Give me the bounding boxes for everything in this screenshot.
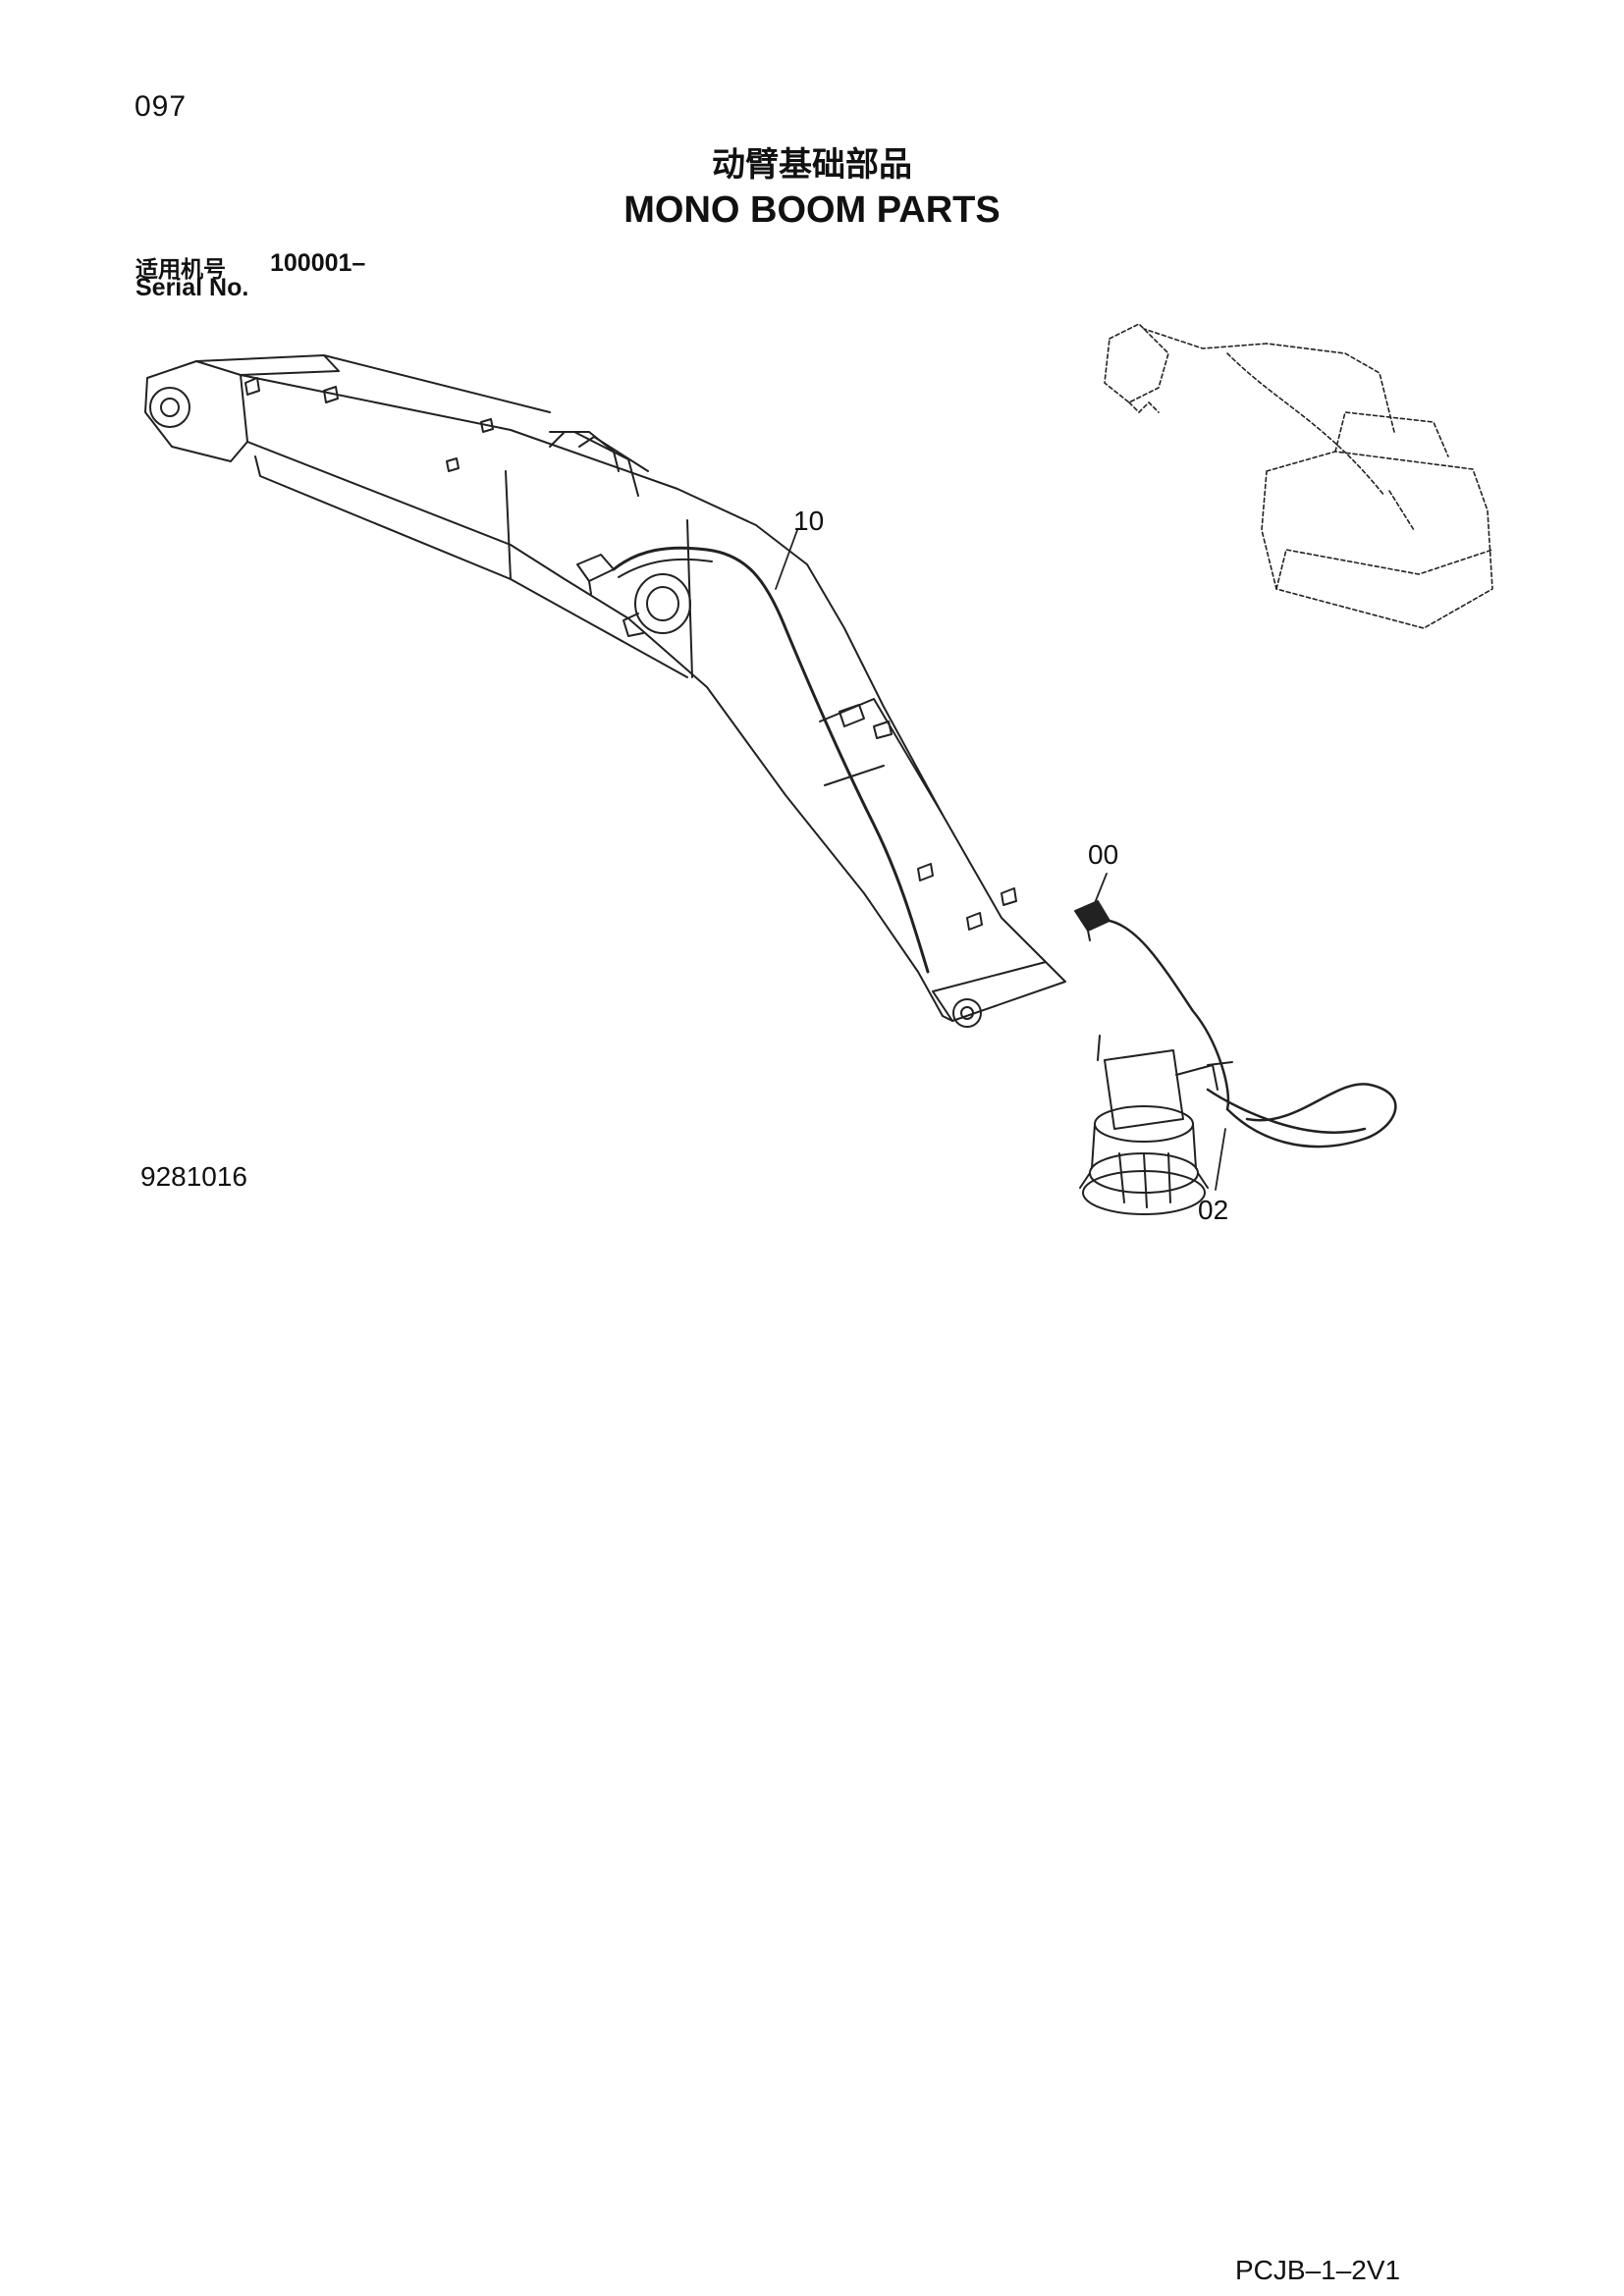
serial-label-chinese: 适用机号 <box>135 257 226 283</box>
hydraulic-hose-icon <box>1108 919 1397 1148</box>
pilot-valve-icon <box>1074 900 1110 941</box>
serial-value: 100001– <box>270 249 366 277</box>
serial-label: Serial No. <box>135 274 249 301</box>
page-title-chinese: 动臂基础部品 <box>712 145 912 185</box>
swing-motor-icon <box>1079 1035 1233 1215</box>
callout-label-02: 02 <box>1198 1195 1228 1225</box>
callout-02: 02 <box>1198 1128 1228 1225</box>
page-code: PCJB–1–2V1 <box>1235 2255 1401 2285</box>
page-title: MONO BOOM PARTS <box>623 189 1001 231</box>
page-number: 097 <box>135 90 188 123</box>
drawing-number: 9281016 <box>140 1161 248 1192</box>
callout-label-00: 00 <box>1088 839 1118 870</box>
excavator-overview-icon <box>1104 323 1493 629</box>
callout-00: 00 <box>1088 839 1118 904</box>
callout-10: 10 <box>775 506 824 590</box>
boom-assembly-icon <box>144 354 1066 1028</box>
callout-label-10: 10 <box>793 506 824 536</box>
